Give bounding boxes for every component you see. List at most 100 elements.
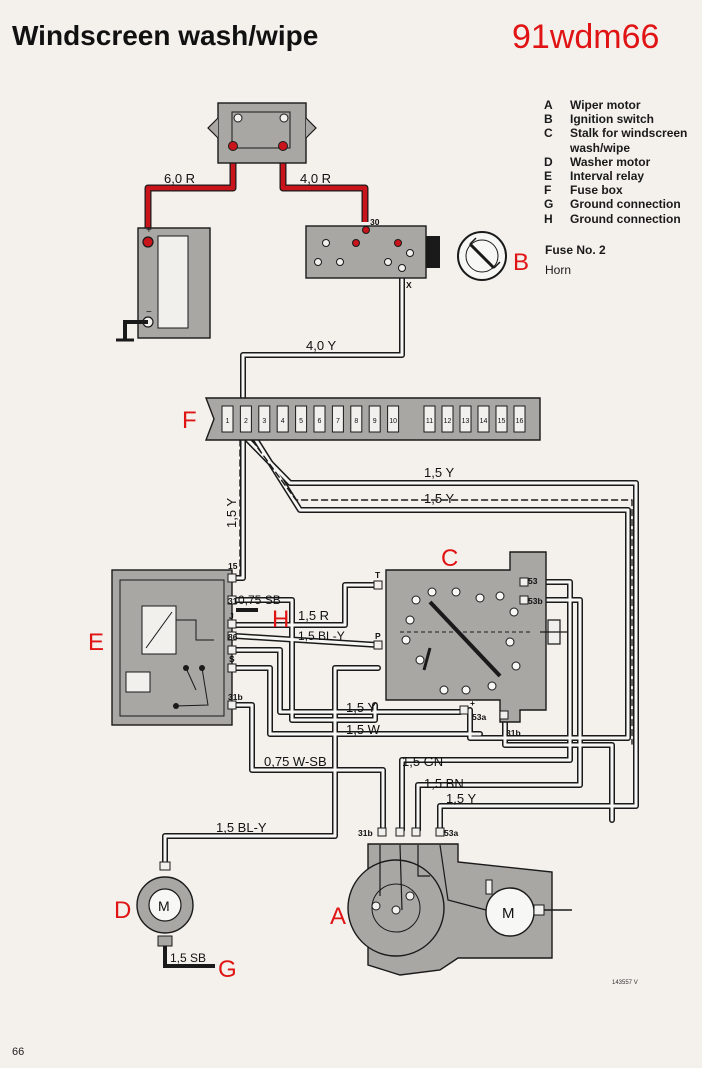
fuse-note: Fuse No. 2 Horn [545, 240, 606, 280]
terminal-53a-a: 53a [444, 828, 458, 838]
ignition-switch-connector [305, 225, 440, 279]
washer-motor-symbol: M [158, 898, 170, 914]
fuse-label: 12 [444, 418, 452, 425]
fuse-slot: 7 [331, 405, 344, 433]
terminal-p: P [375, 631, 381, 641]
fuse-label: 5 [299, 418, 303, 425]
legend-item: C Stalk for windscreen [544, 126, 687, 140]
washer-motor [136, 861, 215, 968]
legend-key: B [544, 112, 553, 127]
stalk-switch [373, 551, 568, 723]
label-c: C [441, 545, 458, 572]
fuse-label: 9 [373, 418, 377, 425]
terminal-53: 53 [528, 576, 538, 586]
fuse-label: 11 [426, 418, 433, 425]
diagram-code: 91wdm66 [512, 18, 660, 56]
fuse-label: 3 [262, 418, 266, 425]
legend-text: Ground connection [570, 197, 681, 212]
legend-key: A [544, 98, 553, 112]
fuse-item: Horn [545, 263, 572, 277]
terminal-x: X [406, 280, 412, 290]
page-title: Windscreen wash/wipe [12, 20, 319, 51]
page-number: 66 [12, 1046, 25, 1058]
fuse-label: 7 [336, 418, 340, 425]
fuse-label: 2 [244, 418, 248, 425]
fuse-slot: 2 [239, 405, 252, 433]
wire-label-15y-a: 1,5 Y [424, 465, 454, 480]
terminal-31b: 31b [228, 692, 243, 702]
label-b: B [513, 249, 529, 276]
terminal-t: T [375, 570, 381, 580]
wire-4y-outline [240, 267, 405, 406]
terminal-31b-a: 31b [358, 828, 373, 838]
terminal-86: 86 [228, 632, 238, 642]
legend-item: A Wiper motor [544, 98, 687, 112]
wire-label-15y-b: 1,5 Y [424, 491, 454, 506]
wire-label-15bly: 1,5 BL-Y [298, 629, 345, 643]
wire-label-15sb: 1,5 SB [170, 951, 206, 965]
fuse-slot: 11 [423, 405, 436, 433]
wire-label-15y-vert: 1,5 Y [224, 498, 239, 528]
fuse-label: 14 [480, 418, 488, 425]
battery: + − [116, 225, 211, 342]
fuse-slot: 5 [295, 405, 308, 433]
legend-text: wash/wipe [570, 140, 631, 155]
wire-label-4r: 4,0 R [300, 171, 331, 186]
terminal-53a: 53a [472, 712, 486, 722]
legend-text: Ground connection [570, 211, 681, 226]
terminal-plus: + [470, 698, 475, 708]
wire-label-075sb: 0,75 SB [238, 593, 281, 607]
wire-label-15bn: 1,5 BN [424, 776, 464, 791]
label-g: G [218, 956, 237, 983]
terminal-labels: 30 X 15 31 J 86 S 31b T P 53 53b 53a 31b… [228, 217, 543, 838]
wire-label-15gn: 1,5 GN [402, 754, 443, 769]
wire-label-15w: 1,5 W [346, 722, 381, 737]
fuse-slot: 9 [368, 405, 381, 433]
legend-text: Fuse box [570, 183, 623, 198]
wire-labels: 6,0 R 4,0 R 4,0 Y 1,5 Y 1,5 Y 1,5 Y 0,75… [164, 171, 476, 965]
fuse-label: 15 [498, 418, 506, 425]
legend-text: Washer motor [570, 154, 651, 169]
legend-item: F Fuse box [544, 183, 687, 197]
fuse-slot: 6 [313, 405, 326, 433]
fuse-label: 10 [389, 418, 397, 425]
terminal-s: S [229, 654, 235, 664]
fuse-slot: 4 [276, 405, 289, 433]
terminal-j: J [229, 611, 234, 621]
ignition-switch [457, 231, 507, 281]
legend-key: E [544, 169, 553, 184]
component-letters: A B C D E F G H [88, 249, 529, 983]
fuse-slot: 8 [350, 405, 363, 433]
terminal-15: 15 [228, 561, 238, 571]
wire-label-6r: 6,0 R [164, 171, 195, 186]
wire-label-15r: 1,5 R [298, 608, 329, 623]
label-h: H [272, 606, 289, 633]
junction-block [207, 102, 317, 164]
fuse-slot: 13 [459, 405, 472, 433]
fuse-number: Fuse No. 2 [545, 243, 606, 257]
svg-text:+: + [146, 225, 152, 236]
fuse-label: 16 [516, 418, 524, 425]
legend-key: F [544, 183, 552, 198]
legend-item: D Washer motor [544, 155, 687, 169]
legend-key: C [544, 126, 553, 141]
fuse-slot: 3 [258, 405, 271, 433]
legend-text: Wiper motor [570, 98, 641, 112]
legend-text: Interval relay [570, 169, 645, 184]
legend-text: Stalk for windscreen [570, 126, 688, 141]
terminal-31: 31 [228, 596, 238, 606]
fuse-slot: 14 [477, 405, 490, 433]
fuse-slot: 1 [221, 405, 234, 433]
legend-key: D [544, 154, 553, 169]
fuse-label: 6 [318, 418, 322, 425]
fuse-label: 13 [462, 418, 470, 425]
fuse-slot: 16 [513, 405, 526, 433]
signal-wires [162, 267, 639, 865]
legend-item: wash/wipe [544, 141, 687, 155]
drawing-reference: 143557 V [612, 980, 638, 986]
